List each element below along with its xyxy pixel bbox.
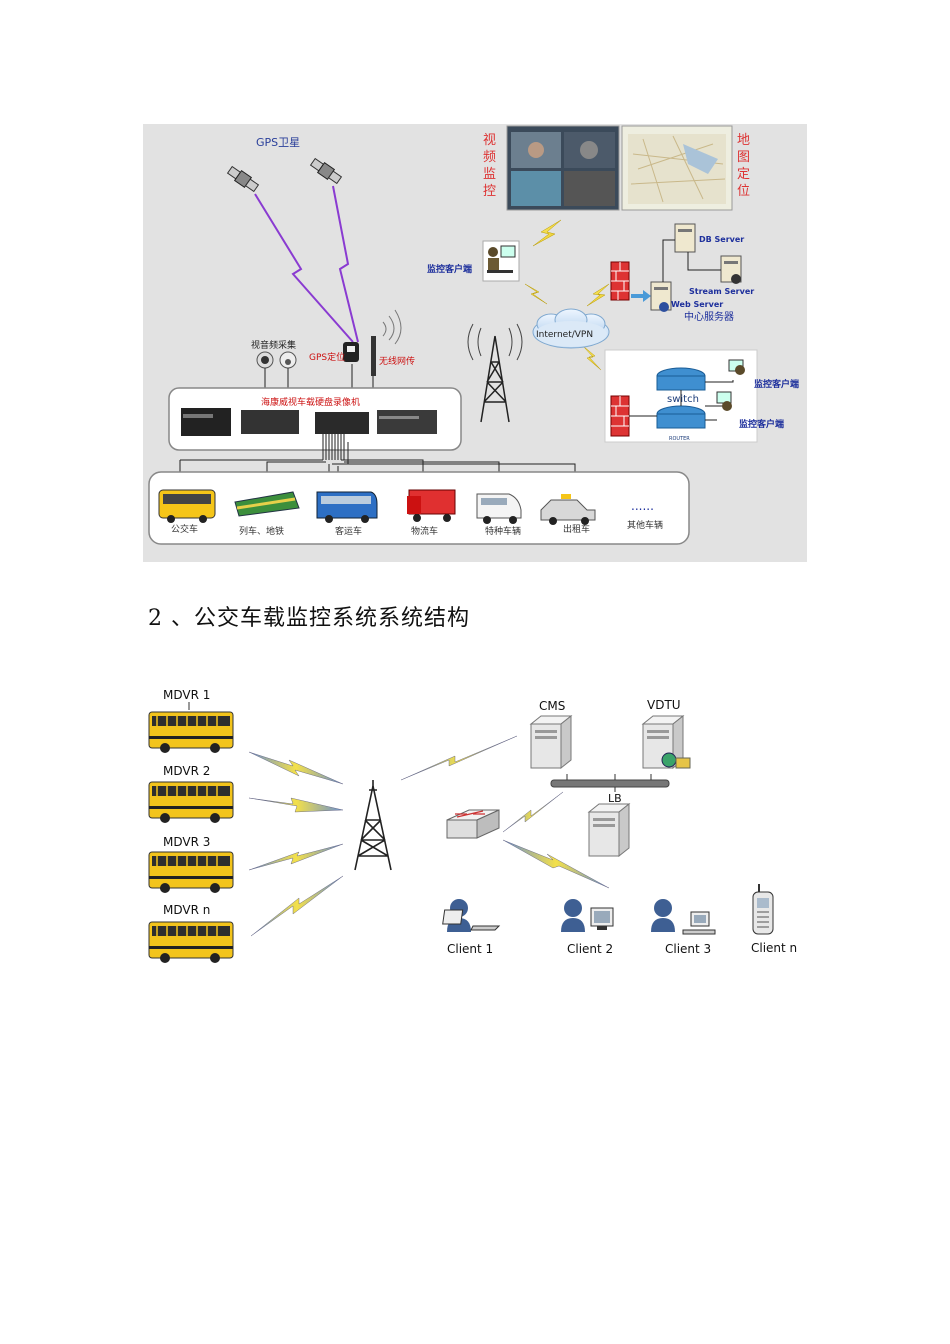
mdvr-label: MDVR 3 (163, 835, 210, 849)
surveillance-overview-figure: GPS卫星 视 频 监 控 地 图 定 位 (143, 124, 807, 562)
stream-server-icon (720, 255, 742, 284)
cell-tower-icon (467, 323, 523, 423)
wireless-bolt-icon (582, 345, 602, 371)
client-label: Client 1 (447, 942, 493, 956)
client-label: Client 2 (567, 942, 613, 956)
gps-signal-line (254, 193, 354, 343)
monitor-client-icon (482, 240, 520, 282)
wireless-bolt-icon (248, 797, 344, 813)
video-monitor-char: 频 (483, 150, 496, 165)
bus-icon (148, 851, 234, 894)
av-capture-label: 视音频采集 (251, 339, 296, 351)
satellite-icon (226, 165, 260, 193)
switch-label: switch (667, 394, 699, 405)
cell-tower-icon (354, 780, 392, 871)
wireless-bolt-icon (532, 219, 562, 247)
antenna-icon (371, 309, 402, 376)
workstation-icon (682, 911, 716, 935)
wireless-bolt-icon (248, 843, 344, 871)
center-server-label: 中心服务器 (684, 310, 734, 323)
monitor-client-label: 监控客户端 (427, 263, 472, 275)
vehicle-label: 其他车辆 (627, 519, 663, 531)
video-monitor-char: 控 (483, 184, 496, 199)
web-server-label: Web Server (671, 300, 723, 309)
vehicle-label: 出租车 (563, 523, 590, 535)
router-label: ROUTER (669, 436, 690, 442)
person-icon (561, 899, 585, 932)
cms-server-icon (530, 715, 572, 769)
map-locate-char: 定 (737, 167, 750, 182)
camera-icon (256, 351, 297, 369)
bus-icon (148, 921, 234, 964)
lb-label: LB (608, 792, 622, 805)
wireless-bolt-icon (524, 283, 548, 305)
mdvr-label: MDVR 2 (163, 764, 210, 778)
wireless-bolt-icon (586, 283, 610, 307)
gps-signal-line (332, 185, 359, 343)
video-monitor-char: 监 (483, 167, 496, 182)
vehicle-label: 特种车辆 (485, 525, 521, 537)
mdvr-label: MDVR 1 (163, 688, 210, 702)
van-icon (476, 493, 522, 524)
gps-unit-icon (343, 342, 359, 362)
internet-cloud-icon (532, 308, 610, 349)
gps-satellite-label: GPS卫星 (256, 136, 300, 149)
person-icon (651, 899, 675, 932)
taxi-icon (540, 494, 596, 525)
cms-label: CMS (539, 699, 565, 713)
firewall-icon (610, 261, 630, 301)
wireless-bolt-icon (502, 791, 564, 833)
laptop-icon (442, 909, 501, 931)
db-server-label: DB Server (699, 235, 744, 244)
wireless-bolt-icon (248, 751, 344, 785)
desktop-icon (590, 907, 614, 930)
truck-icon (407, 489, 456, 522)
vdtu-label: VDTU (647, 698, 681, 712)
db-server-icon (674, 223, 696, 253)
wireless-label: 无线网传 (379, 355, 415, 367)
more-dots: ...... (631, 499, 654, 513)
gps-locate-label: GPS定位 (309, 351, 345, 363)
bus-icon (148, 711, 234, 754)
map-locate-char: 地 (737, 133, 750, 148)
client-lan-panel (604, 349, 758, 443)
globe-icon (661, 752, 691, 769)
internet-vpn-label: Internet/VPN (536, 330, 593, 340)
mobile-phone-icon (752, 884, 774, 935)
mdvr-label: MDVR n (163, 903, 210, 917)
monitor-client-label: 监控客户端 (754, 378, 799, 390)
wireless-bolt-icon (250, 875, 344, 937)
stream-server-label: Stream Server (689, 287, 754, 296)
network-switch-icon (446, 809, 500, 839)
vehicle-label: 公交车 (171, 523, 198, 535)
bus-icon (148, 781, 234, 824)
monitor-client-label: 监控客户端 (739, 418, 784, 430)
dvr-title: 海康威视车载硬盘录像机 (261, 396, 360, 408)
bus-system-architecture-figure: MDVR 1 MDVR 2 MDVR 3 MDVR n CMS VDTU LB (143, 680, 807, 965)
client-label: Client n (751, 941, 797, 955)
vehicle-label: 物流车 (411, 525, 438, 537)
map-locate-char: 图 (737, 150, 750, 165)
coach-icon (316, 491, 378, 523)
map-locate-char: 位 (737, 184, 750, 199)
video-monitor-char: 视 (483, 133, 496, 148)
vehicle-label: 客运车 (335, 525, 362, 537)
video-monitor-screenshot (506, 125, 620, 211)
section-heading: 2 、公交车载监控系统系统结构 (148, 606, 470, 631)
lb-server-icon (588, 803, 630, 857)
vehicle-label: 列车、地铁 (239, 525, 284, 537)
arrow-icon (631, 290, 651, 302)
web-server-icon (650, 281, 672, 312)
dvr-panel (168, 387, 462, 451)
wireless-bolt-icon (400, 735, 518, 781)
bus-icon (158, 489, 216, 523)
train-icon (234, 491, 300, 517)
lb-bus-bar (550, 779, 670, 788)
satellite-icon (309, 157, 343, 185)
wireless-bolt-icon (502, 839, 610, 889)
map-screenshot (621, 125, 733, 211)
client-label: Client 3 (665, 942, 711, 956)
